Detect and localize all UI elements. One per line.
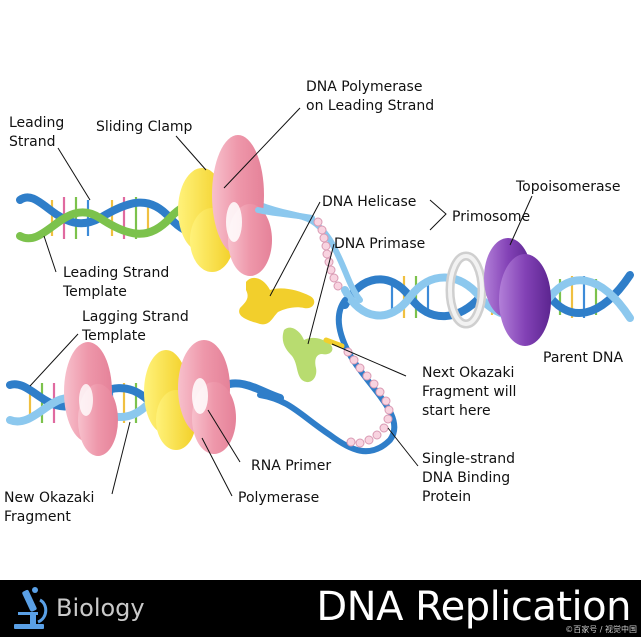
label-next-okazaki: Next Okazaki Fragment will start here [422,365,517,419]
footer-title: DNA Replication [316,584,631,630]
microscope-icon [14,587,48,629]
label-leading-strand: Leading Strand [9,115,65,150]
label-parent-dna: Parent DNA [543,350,624,366]
label-leading-strand-template: Leading Strand Template [63,265,170,300]
rna-primer-next [323,337,345,349]
label-new-okazaki: New Okazaki Fragment [4,490,95,525]
dna-primase [239,277,315,325]
label-dna-primase: DNA Primase [334,236,426,252]
primase-lagging [282,327,333,383]
topoisomerase [484,238,551,346]
leader-lines [29,107,533,497]
label-primosome: Primosome [452,209,531,225]
polymerase-lagging-left [64,342,118,456]
dna-helicase [445,251,487,329]
label-dna-helicase: DNA Helicase [322,194,417,210]
polymerase-lagging-right [178,340,236,454]
label-topoisomerase: Topoisomerase [516,179,621,195]
watermark: ©百家号 / 视觉中国 [565,625,637,634]
label-lagging-strand-template: Lagging Strand Template [82,309,189,344]
single-strand-binding-proteins-lower [343,347,394,448]
footer-bar: Biology DNA Replication ©百家号 / 视觉中国 [0,580,641,637]
label-dna-polymerase-leading: DNA Polymerase on Leading Strand [306,79,435,114]
label-rna-primer: RNA Primer [251,458,332,474]
dna-replication-diagram [6,107,634,497]
single-strand-binding-proteins-upper [313,217,343,291]
dna-polymerase-leading [212,135,272,276]
footer-subject: Biology [56,594,145,622]
label-polymerase: Polymerase [238,490,320,506]
label-sliding-clamp: Sliding Clamp [96,119,193,135]
label-single-strand-binding: Single-strand DNA Binding Protein [422,451,515,505]
